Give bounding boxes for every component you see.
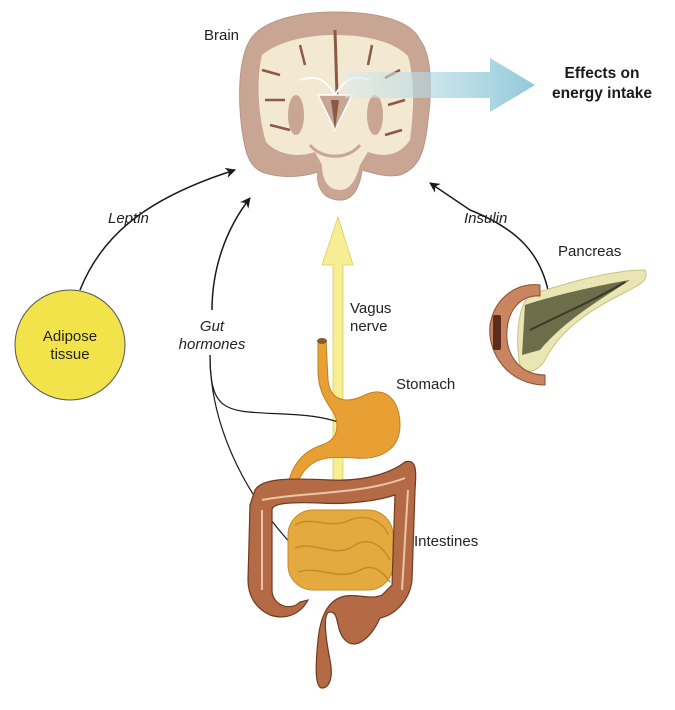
adipose-tissue-circle — [14, 289, 126, 401]
gut-hormones-arrow — [211, 197, 251, 311]
adipose-label-line2: tissue — [50, 346, 90, 363]
adipose-tissue-label: Adipose tissue — [15, 328, 125, 364]
brain-illustration — [239, 11, 431, 201]
intestines-label: Intestines — [414, 533, 479, 550]
pancreas-illustration — [489, 269, 647, 386]
brain-label: Brain — [204, 27, 240, 44]
adipose-label-line1: Adipose — [42, 328, 98, 345]
effects-label-line1: Effects on — [564, 65, 640, 82]
gut-hormones-label: Gut hormones — [172, 318, 252, 354]
gut-hormones-label-line2: hormones — [178, 336, 246, 353]
vagus-nerve-arrow — [321, 215, 354, 498]
large-intestine-illustration — [247, 460, 417, 689]
small-intestine-illustration — [287, 509, 394, 591]
insulin-label: Insulin — [464, 210, 508, 227]
effects-on-energy-intake-label: Effects on energy intake — [542, 64, 662, 104]
stomach-label: Stomach — [396, 376, 456, 393]
leptin-label: Leptin — [108, 210, 149, 227]
vagus-label-line2: nerve — [350, 318, 388, 335]
leptin-arrow — [79, 167, 237, 291]
stomach-illustration — [286, 338, 401, 496]
vagus-nerve-label: Vagus nerve — [350, 300, 391, 336]
gut-hormones-label-line1: Gut — [199, 318, 225, 335]
vagus-label-line1: Vagus — [350, 300, 392, 317]
pancreas-label: Pancreas — [558, 243, 622, 260]
gut-hormones-line-intestines — [209, 354, 296, 549]
effects-arrow — [345, 58, 535, 112]
effects-label-line2: energy intake — [552, 85, 652, 102]
insulin-arrow — [429, 182, 549, 291]
